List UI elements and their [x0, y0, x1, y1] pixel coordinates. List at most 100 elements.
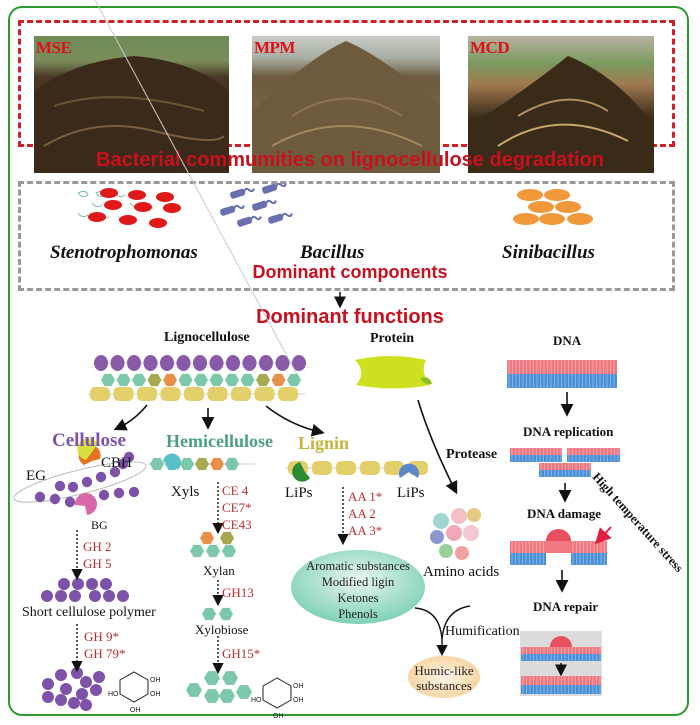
humic-substances-ellipse — [408, 656, 480, 698]
hexagon-unit — [209, 373, 224, 387]
lignocellulose-structure — [88, 0, 306, 401]
lignin-label: Lignin — [298, 433, 350, 453]
dna-strand-red — [510, 448, 562, 455]
hexagon-unit — [101, 373, 115, 387]
hexagon-unit — [256, 373, 270, 387]
hexagon-unit — [180, 457, 194, 471]
gene-label: GH15* — [222, 646, 261, 661]
hexagon-unit — [147, 373, 162, 387]
glucose-unit — [41, 590, 53, 602]
glucose-unit — [67, 481, 79, 493]
xylobiose-label: Xylobiose — [195, 622, 249, 637]
bg-label: BG — [91, 518, 108, 532]
cbh-enzyme-icon — [77, 438, 98, 460]
protein-icon — [355, 356, 430, 389]
bg-enzyme-icon — [74, 493, 97, 515]
hexagon-unit — [222, 544, 236, 558]
lignin-unit — [207, 387, 228, 401]
lips-label-left: LiPs — [285, 485, 313, 501]
glucose-unit — [117, 590, 129, 602]
hexagon-unit — [194, 373, 208, 387]
gene-label: GH 5 — [83, 556, 112, 571]
atom-label: OH — [273, 713, 284, 720]
dna-strand-red — [567, 448, 620, 455]
dna-strand-red — [510, 541, 546, 553]
atom-label: HO — [108, 691, 119, 698]
eg-label: EG — [26, 468, 46, 484]
dna-bubble — [550, 636, 572, 647]
gene-label: CE43 — [222, 517, 252, 532]
hexagon-unit — [178, 373, 193, 387]
glucose-unit — [123, 451, 135, 463]
cellulose-unit — [176, 355, 191, 371]
dna-repair-label: DNA repair — [533, 599, 599, 614]
hexagon-unit — [240, 373, 255, 387]
compost-photo-mse: MSE — [34, 36, 229, 173]
gene-label: AA 2 — [348, 506, 376, 521]
cellulose-label: Cellulose — [52, 430, 126, 451]
glucose-unit — [95, 471, 107, 483]
arrow-protease — [417, 399, 458, 495]
arrow-to-lignin — [265, 405, 325, 437]
hemi-genes-step1: CE 4 CE7* CE43 — [222, 482, 252, 533]
cellulose-unit — [292, 355, 306, 371]
atom-label: OH — [130, 707, 141, 714]
cellulose-unit — [226, 355, 240, 371]
lignin-genes: AA 1* AA 2 AA 3* — [348, 488, 382, 539]
cellulose-unit — [259, 355, 273, 371]
glucose-unit — [109, 466, 121, 478]
glucose-unit — [54, 480, 66, 492]
glucose-unit — [64, 496, 76, 508]
glucose-unit — [117, 458, 129, 470]
amino-acids-icon — [430, 508, 481, 560]
glucose-unit — [128, 486, 140, 498]
hexagon-unit — [186, 683, 202, 697]
hexagon-unit — [190, 544, 204, 558]
bacterial-communities-title: Bacterial commumities on lignocellulose … — [96, 149, 604, 171]
cellulose-unit — [143, 355, 158, 371]
hexagon-unit — [202, 607, 216, 621]
hexagon-unit — [225, 373, 239, 387]
cellulose-unit — [127, 355, 141, 371]
gene-label: AA 3* — [348, 523, 383, 538]
protease-label: Protease — [446, 447, 498, 462]
dna-strand-blue — [521, 654, 601, 661]
dna-strand-blue — [507, 374, 617, 388]
arrow-to-cellulose — [113, 404, 148, 431]
glucose-unit — [90, 684, 102, 696]
hexagon-unit — [204, 671, 220, 685]
hexagon-unit — [287, 373, 301, 387]
lips-label-right: LiPs — [397, 485, 425, 501]
cellulose-unit — [94, 355, 108, 371]
hexagon-unit — [163, 373, 177, 387]
glucose-unit — [72, 578, 84, 590]
lignin-unit — [384, 461, 404, 475]
product-label: Aromatic substances — [306, 559, 410, 573]
hexagon-unit — [210, 457, 224, 471]
hexagon-unit — [150, 457, 164, 471]
glucose-unit — [100, 578, 112, 590]
hemi-genes-step3: GH15* — [222, 645, 260, 662]
lignin-unit — [137, 387, 157, 401]
product-label: Modified ligin — [321, 575, 395, 589]
photo-label: MPM — [254, 38, 295, 57]
xylan-label: Xylan — [203, 563, 235, 578]
xyls-enzyme-icon — [163, 453, 181, 470]
glucose-unit — [76, 688, 88, 700]
glucose-unit — [68, 697, 80, 709]
lignin-unit — [254, 387, 275, 401]
cellulose-unit — [193, 355, 207, 371]
hexagon-unit — [200, 531, 214, 545]
gene-label: GH 2 — [83, 539, 112, 554]
stenotrophomonas-icon — [77, 188, 181, 228]
dna-damage-label: DNA damage — [527, 506, 602, 521]
hexagon-unit — [222, 671, 238, 685]
dna-strand-blue — [567, 455, 620, 462]
hexagon-unit — [116, 373, 131, 387]
sinibacillus-icon — [513, 189, 593, 225]
outer-frame — [8, 6, 689, 716]
hexagon-unit — [225, 457, 239, 471]
glucose-unit — [113, 487, 125, 499]
